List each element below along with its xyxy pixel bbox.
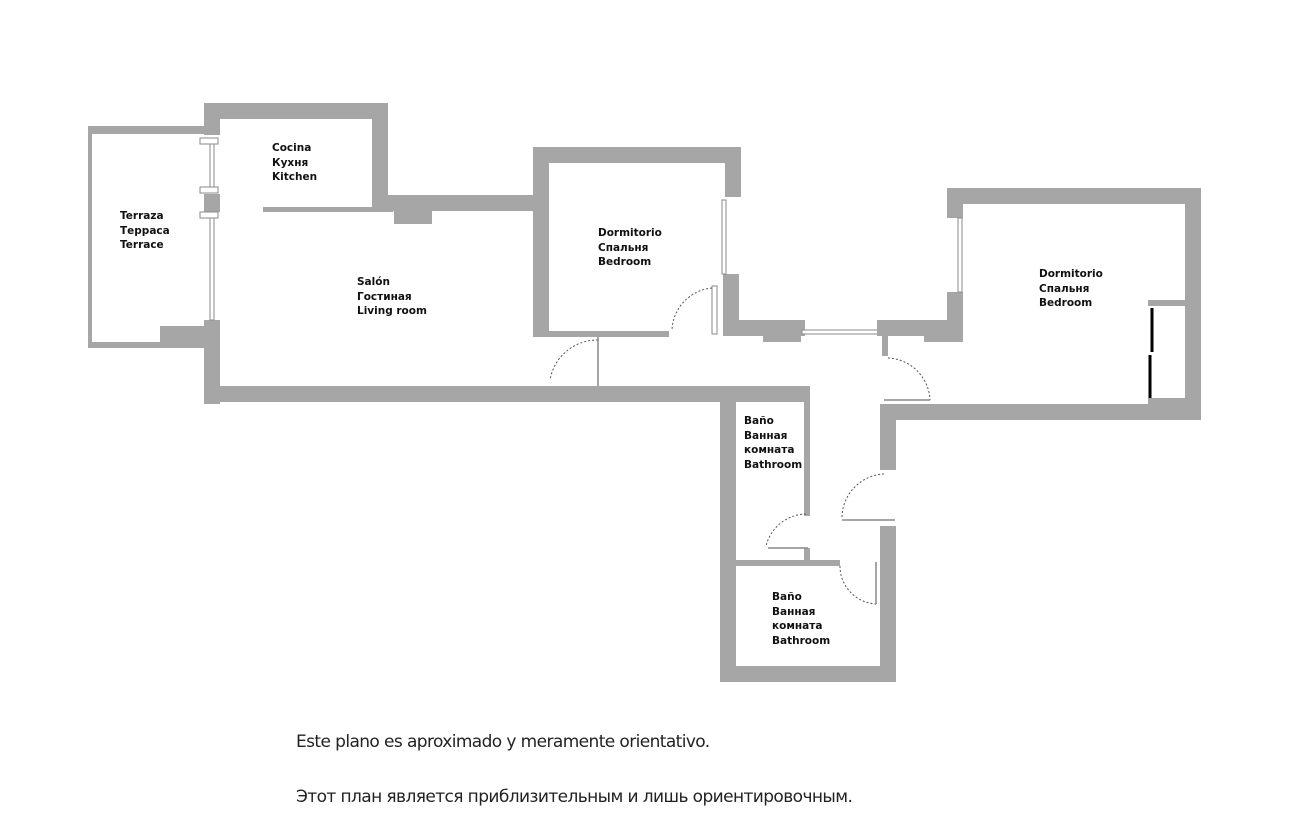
room-name-en: Bathroom — [772, 634, 831, 647]
room-label-bathroom-1: Baño Ванная комната Bathroom — [744, 414, 802, 472]
room-name-es: Salón — [357, 276, 390, 288]
room-name-es: Baño — [772, 591, 802, 603]
room-name-en: Bedroom — [1039, 297, 1093, 309]
room-name-ru: Кухня — [272, 156, 309, 169]
room-name-ru-2: комната — [744, 444, 795, 456]
room-name-en: Bedroom — [598, 256, 652, 268]
room-name-ru: Гостиная — [357, 290, 412, 303]
room-name-es: Cocina — [272, 142, 312, 154]
room-name-ru: Спальня — [598, 241, 649, 254]
room-name-en: Bathroom — [744, 458, 803, 471]
room-label-living-room: Salón Гостиная Living room — [357, 275, 427, 319]
kitchen-living-walls — [204, 103, 808, 404]
terrace-doors — [199, 137, 219, 321]
corridor-window — [801, 329, 879, 335]
room-label-kitchen: Cocina Кухня Kitchen — [272, 141, 317, 185]
room-name-es: Terraza — [120, 210, 164, 222]
room-label-bathroom-2: Baño Ванная комната Bathroom — [772, 590, 830, 648]
room-name-en: Kitchen — [272, 171, 318, 183]
door-swings — [549, 287, 931, 605]
room-name-ru: Терраса — [120, 224, 170, 237]
bedroom-2-walls — [877, 188, 1201, 470]
room-name-en: Terrace — [120, 239, 164, 251]
bedroom-1-walls — [533, 147, 805, 342]
room-name-en: Living room — [357, 305, 427, 317]
room-label-bedroom-2: Dormitorio Спальня Bedroom — [1039, 267, 1103, 311]
room-name-ru-1: Ванная — [772, 605, 816, 618]
room-name-ru-2: комната — [772, 620, 823, 632]
room-name-ru: Спальня — [1039, 282, 1090, 295]
room-name-es: Baño — [744, 415, 774, 427]
room-label-bedroom-1: Dormitorio Спальня Bedroom — [598, 226, 662, 270]
room-label-terrace: Terraza Терраса Terrace — [120, 209, 170, 253]
room-name-es: Dormitorio — [1039, 268, 1103, 280]
room-name-es: Dormitorio — [598, 227, 662, 239]
bathrooms-walls — [720, 386, 896, 682]
room-name-ru-1: Ванная — [744, 429, 788, 442]
disclaimer-russian: Этот план является приблизительным и лиш… — [296, 787, 853, 807]
disclaimer-spanish: Este plano es aproximado y meramente ori… — [296, 732, 710, 752]
terrace-walls — [88, 126, 206, 348]
